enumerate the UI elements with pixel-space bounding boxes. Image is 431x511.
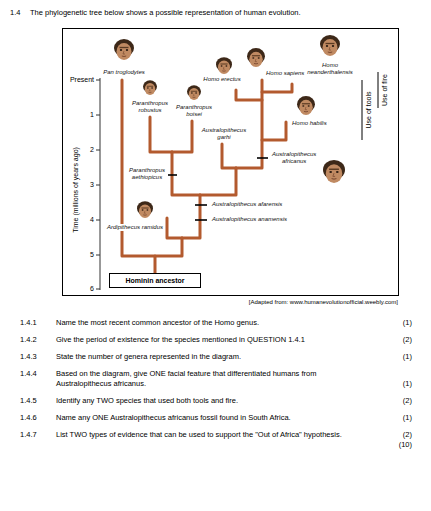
axis-tick-label: 5	[90, 251, 94, 259]
species-label: Pan troglodytes	[103, 69, 145, 76]
question-text: Based on the diagram, give ONE facial fe…	[56, 369, 346, 389]
bracket-label: Use of fire	[381, 74, 389, 106]
question-number: 1.4.2	[20, 335, 37, 345]
use-brackets	[362, 72, 378, 140]
axis-tick-label: 1	[90, 111, 94, 119]
mark-allocation: (2)	[403, 335, 412, 345]
question-number: 1.4.3	[20, 352, 37, 362]
species-label: Homo sapiens	[266, 70, 304, 77]
species-label: Australopithecus garhi	[202, 127, 246, 141]
question-number: 1.4.5	[20, 396, 37, 406]
total-marks: (10)	[399, 440, 412, 450]
question-number: 1.4.6	[20, 413, 37, 423]
species-label: Paranthropus robustus	[132, 100, 168, 114]
section-stem: The phylogenetic tree below shows a poss…	[30, 8, 301, 18]
question-text: Name any ONE Australopithecus africanus …	[56, 413, 346, 423]
species-label: Paranthropus boisei	[176, 104, 212, 118]
question-number: 1.4.1	[20, 318, 37, 328]
species-label: Homo habilis	[292, 120, 327, 127]
mark-allocation: (1)	[403, 379, 412, 389]
species-label: Ardipithecus ramidus	[106, 224, 164, 231]
axis-tick-label: 3	[90, 181, 94, 189]
species-label: Paranthropus aethiopicus	[129, 167, 165, 181]
species-label: Homo neanderthalensis	[307, 62, 353, 76]
axis-title: Time (millions of years ago)	[72, 147, 80, 233]
species-label: Australopithecus anamensis	[212, 216, 287, 223]
mark-allocation: (1)	[403, 318, 412, 328]
question-number: 1.4.7	[20, 430, 37, 440]
ancestor-label: Hominin ancestor	[125, 277, 184, 284]
axis-tick-label: Present	[70, 76, 94, 84]
mark-allocation: (2)	[403, 430, 412, 440]
tree-branches	[122, 80, 292, 273]
source-note: [Adapted from: www.humanevolutionofficia…	[249, 298, 398, 306]
bracket-label: Use of tools	[365, 92, 373, 129]
species-label: Homo erectus	[203, 76, 240, 83]
species-label: Australopithecus africanus	[272, 151, 316, 165]
section-number: 1.4	[10, 8, 20, 18]
species-ticks	[168, 158, 268, 220]
mark-allocation: (2)	[403, 396, 412, 406]
mark-allocation: (1)	[403, 413, 412, 423]
time-axis	[96, 78, 100, 290]
species-label: Australopithecus afarensis	[212, 201, 282, 208]
question-number: 1.4.4	[20, 369, 37, 379]
axis-tick-label: 4	[90, 216, 94, 224]
axis-tick-label: 6	[90, 285, 94, 293]
question-text: Identify any TWO species that used both …	[56, 396, 346, 406]
question-text: Give the period of existence for the spe…	[56, 335, 346, 345]
hominin-faces	[114, 35, 345, 218]
figure-frame	[63, 29, 399, 296]
question-text: List TWO types of evidence that can be u…	[56, 430, 346, 440]
ancestor-box: Hominin ancestor	[109, 273, 201, 288]
question-text: Name the most recent common ancestor of …	[56, 318, 346, 328]
axis-tick-label: 2	[90, 146, 94, 154]
mark-allocation: (1)	[403, 352, 412, 362]
question-text: State the number of genera represented i…	[56, 352, 346, 362]
